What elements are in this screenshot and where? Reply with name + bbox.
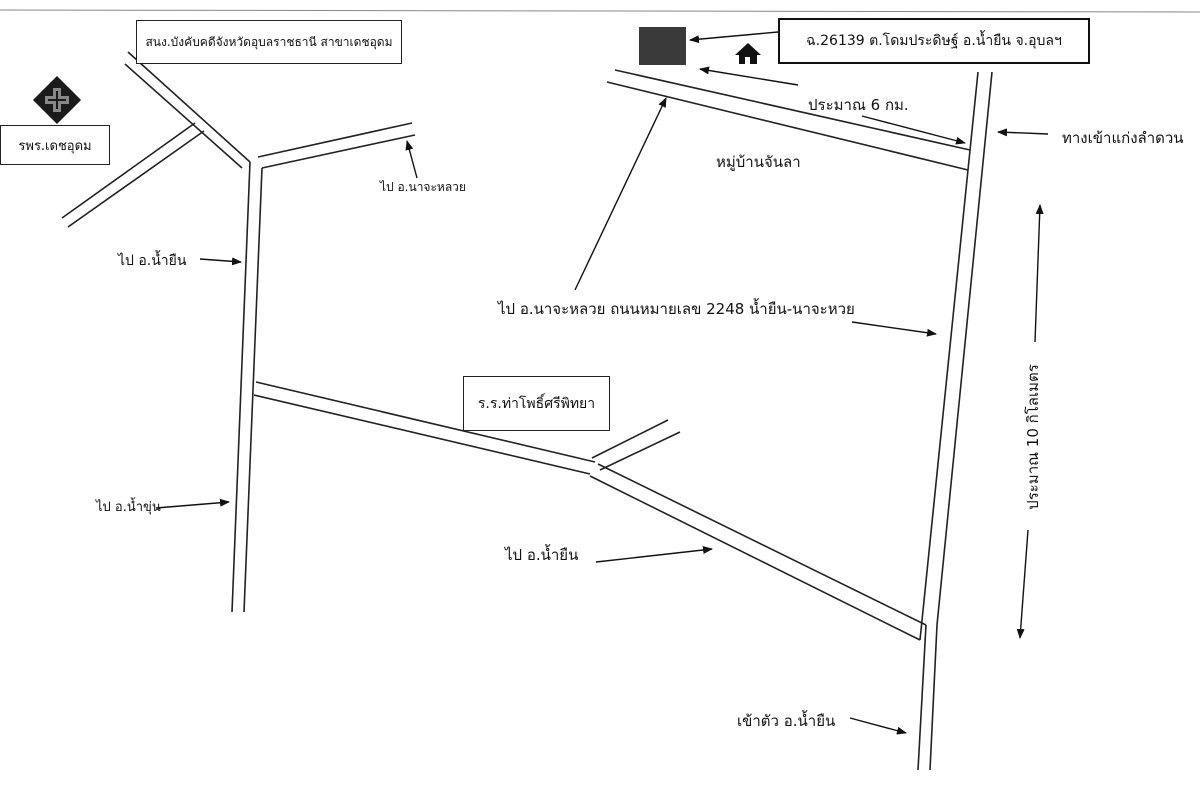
arrow-namyuen-left xyxy=(199,257,242,266)
arrow-namkhun xyxy=(155,498,230,509)
road-middle xyxy=(253,381,596,475)
kaeng-entrance-label: ทางเข้าแก่งลำดวน xyxy=(1062,129,1184,147)
arrow-10km-down xyxy=(1016,529,1029,639)
village-label: หมู่บ้านจันลา xyxy=(716,153,801,171)
arrow-kaeng xyxy=(997,128,1049,137)
road-to-hospital xyxy=(61,122,205,228)
property-marker-icon xyxy=(639,27,686,65)
arrow-6km-left xyxy=(699,66,799,86)
road-to-najaluay xyxy=(257,122,416,169)
office-branch-label: สนง.บังคับคดีจังหวัดอุบลราชธานี สาขาเดชอ… xyxy=(136,20,402,64)
road-top xyxy=(606,69,971,171)
roads xyxy=(61,51,993,771)
road-2248-label: ไป อ.นาจะหลวย ถนนหมายเลข 2248 น้ำยืน-นาจ… xyxy=(498,300,855,318)
road-left-vertical xyxy=(231,161,263,613)
hospital-label: รพร.เดชอุดม xyxy=(0,125,110,165)
paper-edge xyxy=(0,9,1200,13)
arrow-6km-right xyxy=(861,115,966,145)
school-label: ร.ร.ท่าโพธิ์ศรีพิทยา xyxy=(463,376,610,431)
road-diagonal-nw xyxy=(124,51,251,169)
arrow-najaluay-up xyxy=(405,140,418,179)
arrow-into-namyuen xyxy=(849,717,907,735)
hospital-cross-icon xyxy=(32,75,82,125)
arrows xyxy=(155,31,1049,735)
into-namyuen-label: เข้าตัว อ.น้ำยืน xyxy=(737,712,836,730)
road-school-spur xyxy=(591,419,681,471)
arrow-road-2248-up xyxy=(574,97,667,291)
arrow-to-property xyxy=(689,31,779,44)
road-to-namyuen xyxy=(589,463,927,641)
arrow-road-2248-right xyxy=(851,321,937,337)
to-najaluay-label: ไป อ.นาจะหลวย xyxy=(380,180,466,194)
road-right-vertical xyxy=(917,71,993,771)
house-icon xyxy=(735,43,761,64)
arrow-10km-up xyxy=(1034,204,1044,343)
arrow-namyuen-mid xyxy=(595,546,713,563)
property-label: ฉ.26139 ต.โดมประดิษฐ์ อ.น้ำยืน จ.อุบลฯ xyxy=(778,18,1090,64)
to-namyuen-left-label: ไป อ.น้ำยืน xyxy=(118,253,187,269)
approx-6km-label: ประมาณ 6 กม. xyxy=(808,96,909,114)
approx-10km-label: ประมาณ 10 กิโลเมตร xyxy=(1024,364,1042,510)
to-namyuen-mid-label: ไป อ.น้ำยืน xyxy=(505,546,579,564)
to-namkhun-label: ไป อ.น้ำขุ่น xyxy=(96,500,161,515)
